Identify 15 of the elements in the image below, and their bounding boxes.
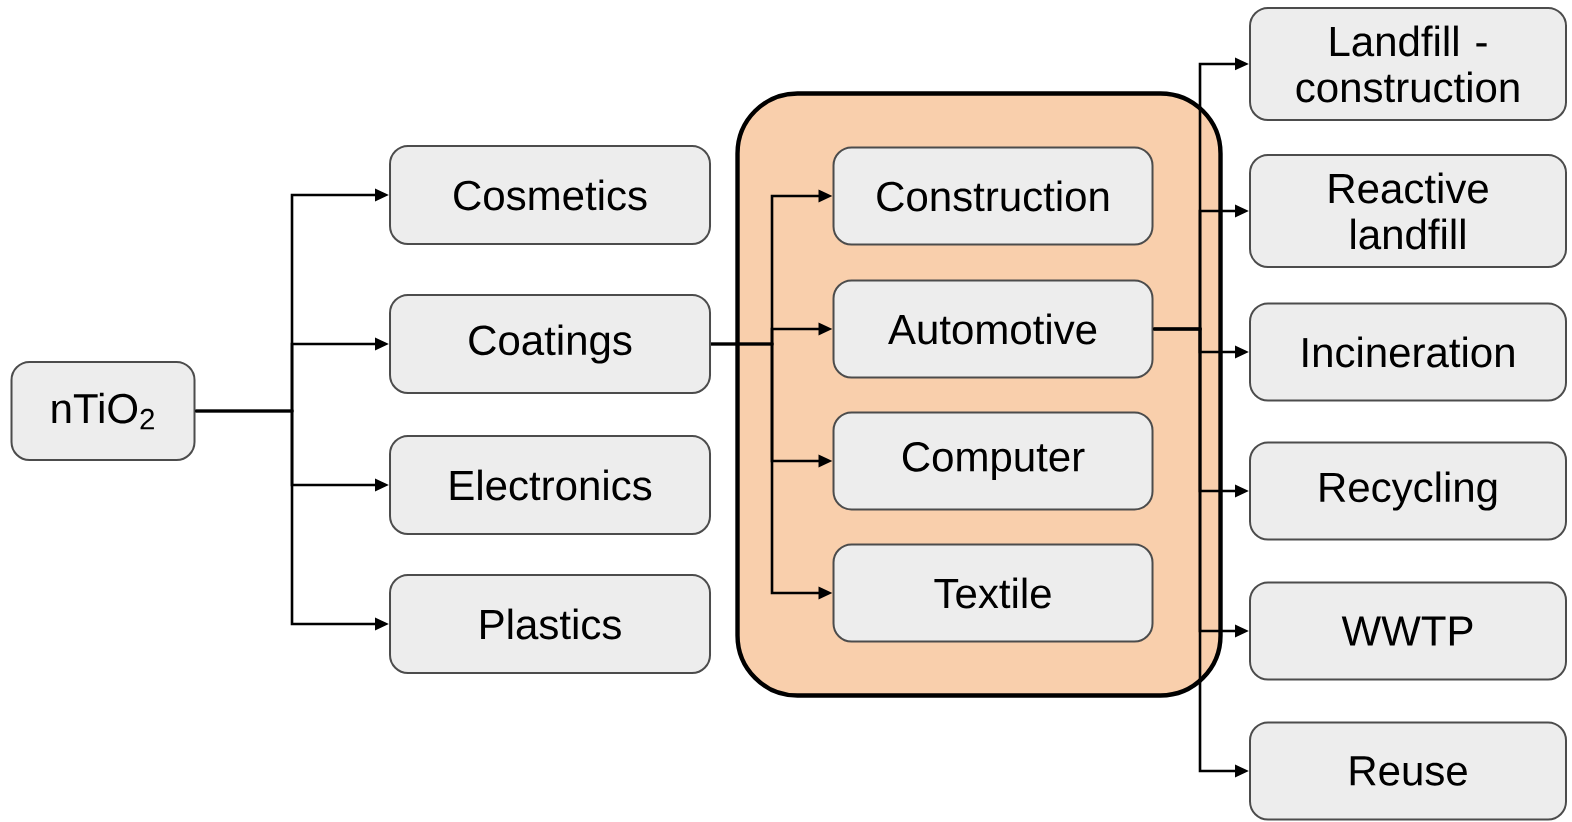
process-box: Cosmetics <box>389 145 711 245</box>
process-box: Recycling <box>1249 441 1567 541</box>
process-box: Landfill - construction <box>1249 7 1567 121</box>
process-box: Plastics <box>389 574 711 674</box>
process-box: Reactive landfill <box>1249 154 1567 268</box>
process-box: Textile <box>832 543 1154 643</box>
process-box: nTiO$_{2}$ <box>10 361 196 461</box>
process-box: WWTP <box>1249 581 1567 681</box>
process-box: Automotive <box>832 279 1154 379</box>
process-box: Electronics <box>389 435 711 535</box>
process-box: Reuse <box>1249 721 1567 821</box>
process-box: Construction <box>832 146 1154 246</box>
process-box: Computer <box>832 411 1154 511</box>
process-box: Coatings <box>389 294 711 394</box>
process-box: Incineration <box>1249 302 1567 402</box>
